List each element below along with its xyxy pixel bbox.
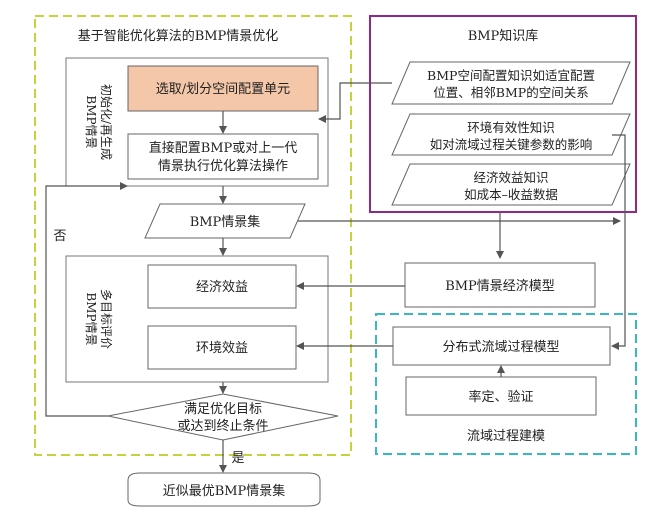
configure-box (127, 133, 319, 180)
final-output-shape (127, 472, 321, 507)
knowledge-item-economic-text-1: 经济效益知识 (473, 170, 548, 185)
modeling-group-border (375, 313, 637, 455)
select-unit-box (127, 65, 319, 112)
calibration-text: 率定、验证 (468, 389, 533, 405)
scenario-set-text: BMP情景集 (190, 214, 261, 230)
arrow-no-loop (45, 182, 128, 417)
environmental-benefit-box (147, 325, 297, 370)
no-label: 否 (53, 229, 66, 244)
knowledge-base-title: BMP知识库 (468, 28, 539, 44)
knowledge-item-spatial-text-1: BMP空间配置知识如适宜配置 (427, 68, 595, 83)
knowledge-item-spatial-text-2: 位置、相邻BMP的空间关系 (433, 85, 588, 100)
environmental-benefit-text: 环境效益 (196, 341, 248, 356)
decision-text-1: 满足优化目标 (184, 402, 262, 417)
economic-benefit-box (147, 264, 297, 309)
optimization-group-title: 基于智能优化算法的BMP情景优化 (78, 28, 279, 44)
knowledge-item-economic-text-2: 如成本–收益数据 (464, 187, 558, 202)
arrow-env-knowledge-to-process-model (611, 134, 626, 350)
calibration-box (405, 376, 597, 416)
economic-model-text: BMP情景经济模型 (445, 279, 555, 294)
knowledge-item-spatial (391, 61, 631, 105)
arrow-spatial-to-select (318, 82, 392, 123)
knowledge-item-economic (391, 163, 631, 206)
eval-group-label-2: 多目标评价 (99, 289, 113, 349)
init-group-label-1: BMP情景 (84, 95, 98, 148)
init-group-label-2: 初始化/再生成 (99, 84, 113, 160)
knowledge-item-environment-text-2: 如对流域过程关键参数的影响 (430, 137, 593, 152)
process-model-text: 分布式流域过程模型 (442, 340, 559, 355)
optimization-group-border (34, 15, 352, 456)
modeling-group-title: 流域过程建模 (467, 429, 545, 444)
select-unit-text: 选取/划分空间配置单元 (156, 82, 290, 97)
process-model-box (392, 326, 611, 366)
knowledge-item-environment-text-1: 环境有效性知识 (467, 120, 555, 135)
knowledge-base-border (369, 15, 637, 213)
configure-text-2: 情景执行优化算法操作 (158, 158, 288, 174)
eval-group-label-1: BMP情景 (84, 292, 98, 345)
yes-label: 是 (231, 451, 244, 466)
economic-model-box (404, 262, 596, 308)
economic-benefit-text: 经济效益 (196, 280, 248, 295)
scenario-set-box (144, 203, 306, 239)
knowledge-item-environment (391, 113, 631, 156)
final-output-text: 近似最优BMP情景集 (163, 483, 286, 499)
configure-text-1: 直接配置BMP或对上一代 (149, 140, 298, 156)
decision-text-2: 或达到终止条件 (177, 418, 268, 434)
